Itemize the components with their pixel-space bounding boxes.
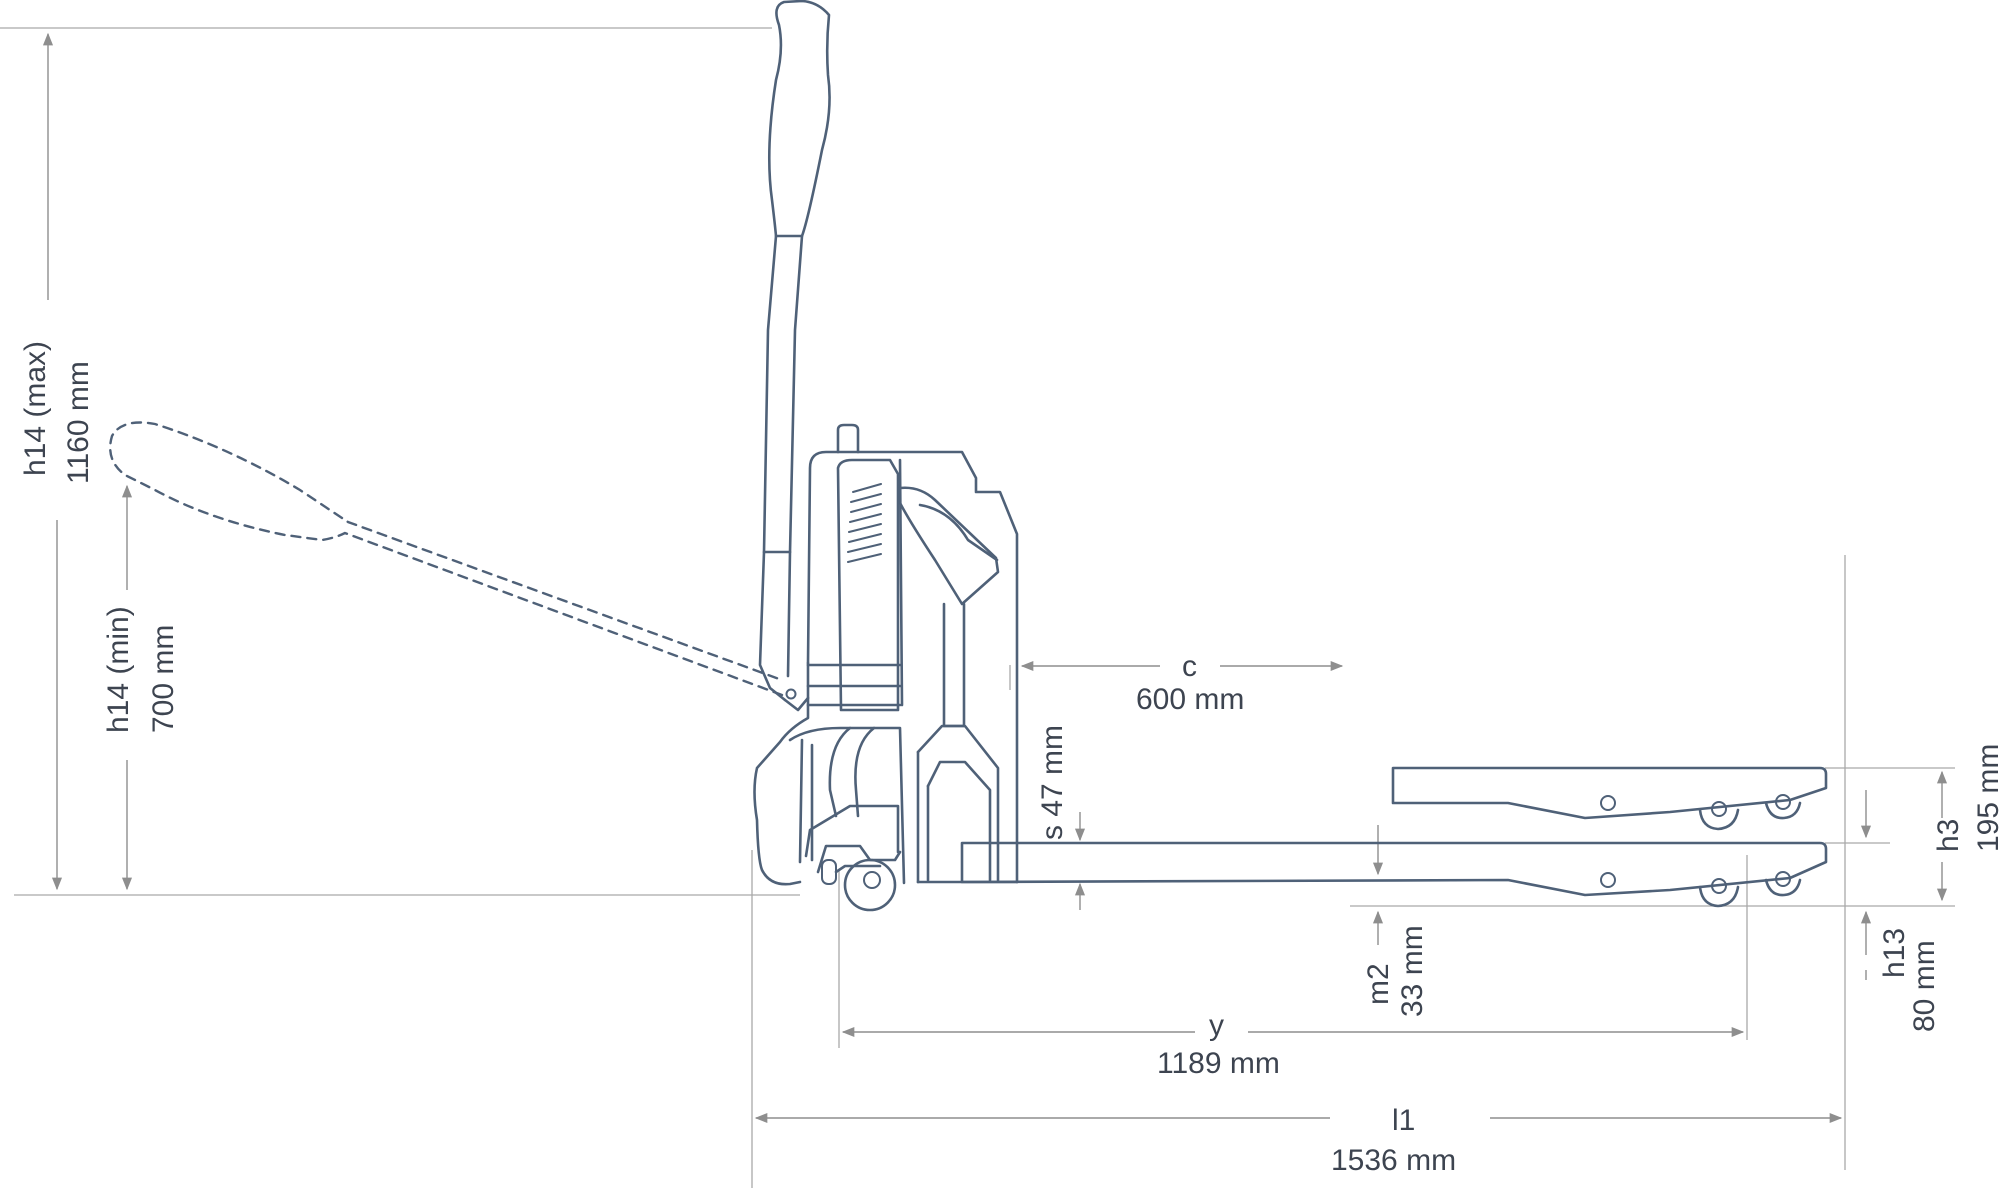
h3-label: h3 (1932, 819, 1965, 852)
c-label: c (1182, 650, 1197, 683)
h14-min-value: 700 mm (147, 625, 180, 733)
c-value: 600 mm (1136, 683, 1244, 716)
s-label: s 47 mm (1036, 725, 1069, 840)
h13-label: h13 (1878, 928, 1911, 978)
dimension-labels: h14 (max) 1160 mm h14 (min) 700 mm c 600… (19, 341, 2000, 1177)
l1-label: l1 (1392, 1104, 1415, 1137)
m2-label: m2 (1362, 963, 1395, 1005)
fork-lowered (960, 841, 1828, 908)
l1-value: 1536 mm (1331, 1144, 1456, 1177)
m2-value: 33 mm (1396, 925, 1429, 1017)
h3-value: 195 mm (1972, 744, 2000, 852)
h13-value: 80 mm (1908, 940, 1941, 1032)
dimension-arrows (42, 32, 1948, 1124)
h14-max-value: 1160 mm (62, 361, 95, 484)
tiller-lowered-outline (108, 421, 784, 697)
fork-raised (1391, 766, 1828, 831)
h14-min-label: h14 (min) (102, 606, 135, 733)
h14-max-label: h14 (max) (19, 341, 52, 476)
tiller-upright (758, 0, 831, 712)
y-value: 1189 mm (1157, 1047, 1280, 1080)
y-label: y (1209, 1009, 1224, 1042)
extension-lines (0, 27, 1955, 1188)
truck-body (753, 423, 1019, 912)
